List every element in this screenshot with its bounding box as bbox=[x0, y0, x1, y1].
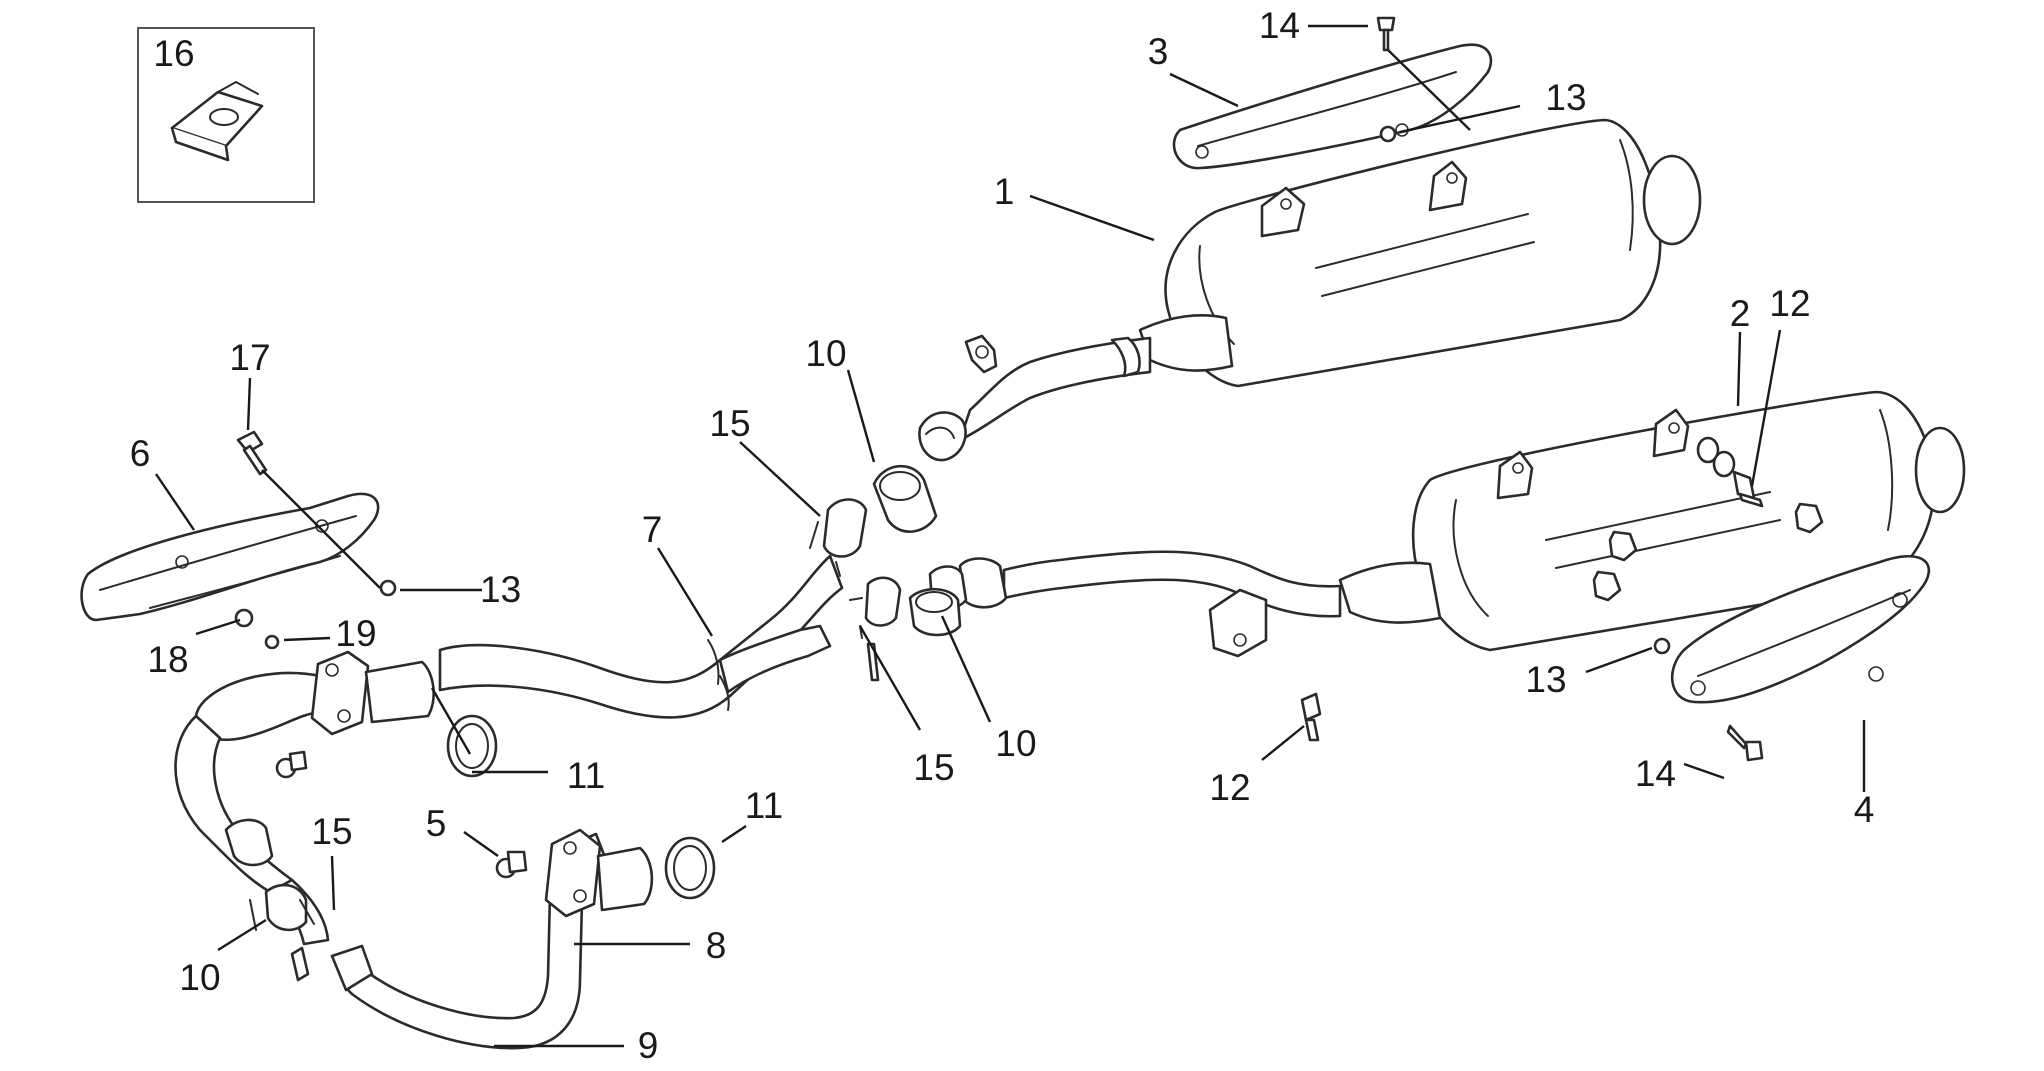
callout-15-bottom: 15 bbox=[311, 811, 352, 852]
y-manifold-pipe bbox=[438, 554, 844, 719]
callout-2: 2 bbox=[1730, 293, 1751, 334]
lower-link-pipe bbox=[928, 550, 1342, 658]
callout-9: 9 bbox=[638, 1025, 659, 1066]
callout-19: 19 bbox=[335, 613, 376, 654]
callout-1: 1 bbox=[994, 171, 1015, 212]
header-flanges bbox=[310, 650, 654, 918]
callout-8: 8 bbox=[706, 925, 727, 966]
callout-10-top: 10 bbox=[805, 333, 846, 374]
callout-15-top: 15 bbox=[709, 403, 750, 444]
heat-shields bbox=[80, 43, 1931, 704]
callout-10-mid: 10 bbox=[995, 723, 1036, 764]
upper-link-pipe bbox=[918, 334, 1152, 462]
callout-11-right: 11 bbox=[745, 785, 783, 826]
callout-10-bottom: 10 bbox=[179, 957, 220, 998]
callout-13-left: 13 bbox=[480, 569, 521, 610]
gasket-rings bbox=[446, 714, 716, 900]
callout-18: 18 bbox=[147, 639, 188, 680]
callout-13-top: 13 bbox=[1545, 77, 1586, 118]
callout-4: 4 bbox=[1854, 789, 1875, 830]
pipe-sleeves bbox=[872, 464, 962, 637]
callout-14-bottom: 14 bbox=[1635, 753, 1676, 794]
callout-numbers: 14 3 13 1 2 12 10 15 7 17 6 13 18 19 11 … bbox=[130, 5, 1875, 1066]
callout-7: 7 bbox=[642, 509, 663, 550]
callout-6: 6 bbox=[130, 433, 151, 474]
fasteners bbox=[234, 16, 1764, 879]
lower-muffler bbox=[1338, 390, 1966, 652]
upper-muffler bbox=[1138, 118, 1702, 388]
callout-15-mid: 15 bbox=[913, 747, 954, 788]
callout-12-mid: 12 bbox=[1209, 767, 1250, 808]
callout-5: 5 bbox=[426, 803, 447, 844]
callout-16: 16 bbox=[153, 33, 194, 74]
leader-lines bbox=[155, 24, 1866, 1048]
callout-3: 3 bbox=[1148, 31, 1169, 72]
callout-12-right: 12 bbox=[1769, 283, 1810, 324]
callout-11-left: 11 bbox=[567, 755, 605, 796]
callout-13-right: 13 bbox=[1525, 659, 1566, 700]
inset-box-clip bbox=[137, 27, 315, 203]
pipe-clamps bbox=[809, 498, 902, 682]
callout-17: 17 bbox=[229, 337, 270, 378]
header-pipes bbox=[174, 671, 608, 1050]
callout-14-top: 14 bbox=[1259, 5, 1300, 46]
